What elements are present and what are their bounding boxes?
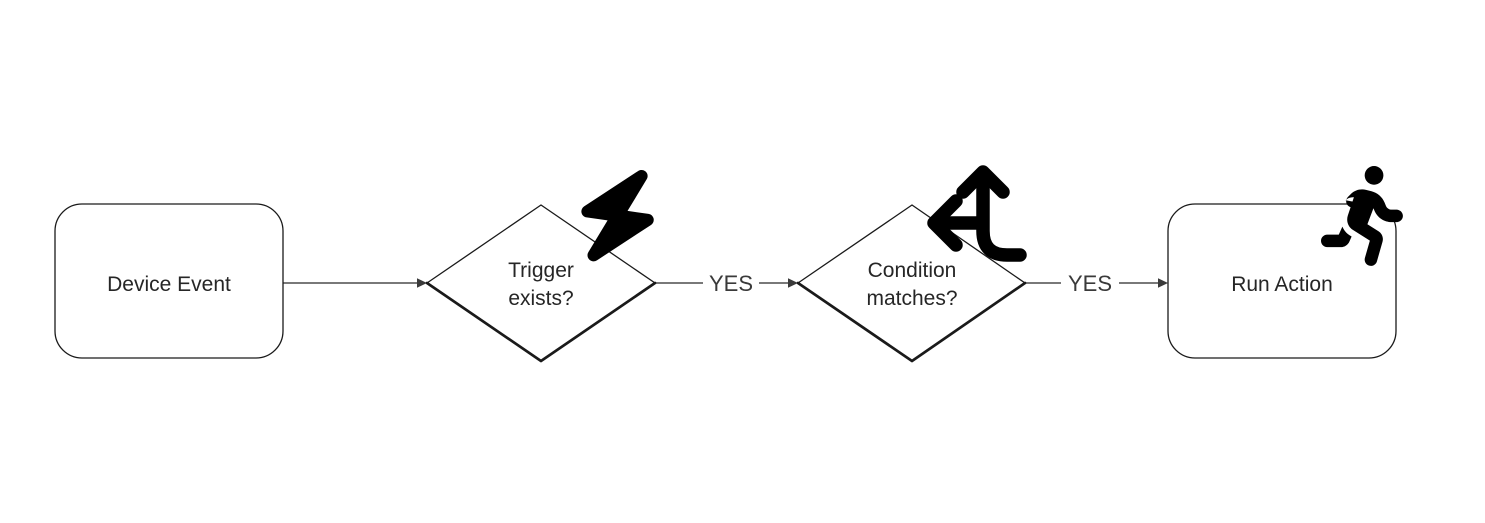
condition-matches-shape-bottom-edge — [796, 281, 1027, 363]
node-condition-matches: Condition matches? — [796, 165, 1027, 363]
run-action-label: Run Action — [1231, 273, 1333, 296]
arrows-split-up-and-left-icon — [927, 165, 1027, 262]
edge-label-yes: YES — [709, 271, 753, 296]
device-event-shape — [54, 203, 284, 359]
edge-label-yes: YES — [1068, 271, 1112, 296]
edge-condition-to-run-action: YES — [1025, 271, 1168, 296]
edge-trigger-to-condition: YES — [655, 271, 798, 296]
condition-matches-shape — [796, 204, 1027, 362]
bolt-icon — [581, 169, 654, 262]
condition-matches-label-line2: matches? — [866, 287, 957, 310]
arrowhead-icon — [417, 278, 427, 288]
edge-device-event-to-trigger — [283, 278, 427, 288]
trigger-exists-label-line1: Trigger — [508, 259, 574, 282]
trigger-exists-shape-bottom-edge — [425, 281, 657, 363]
node-run-action: Run Action — [1167, 166, 1403, 359]
node-device-event: Device Event — [54, 203, 284, 359]
node-trigger-exists: Trigger exists? — [425, 169, 657, 363]
arrowhead-icon — [788, 278, 798, 288]
trigger-exists-label-line2: exists? — [508, 287, 573, 310]
person-running-icon — [1321, 166, 1403, 266]
condition-matches-label-line1: Condition — [868, 259, 957, 282]
device-event-label: Device Event — [107, 273, 231, 296]
arrowhead-icon — [1158, 278, 1168, 288]
